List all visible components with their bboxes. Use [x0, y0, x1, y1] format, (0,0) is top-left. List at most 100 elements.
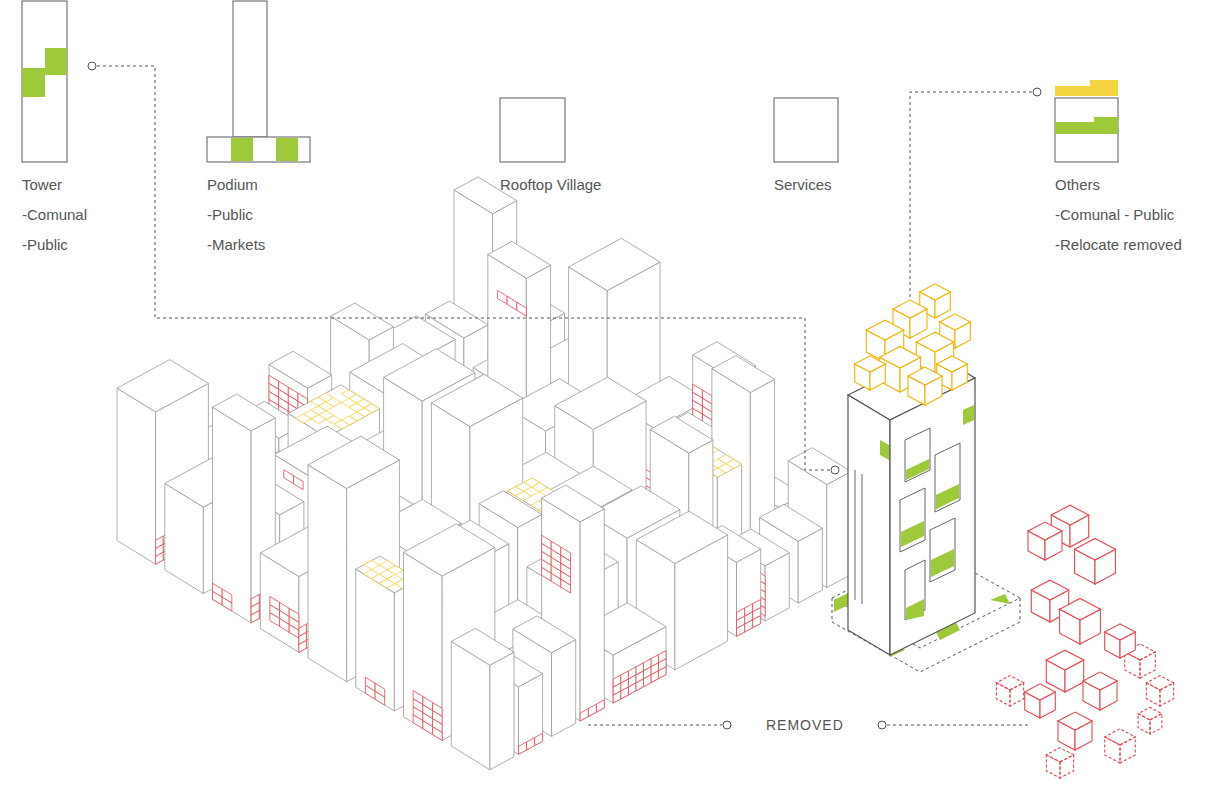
building-face	[519, 674, 543, 755]
building-face	[580, 509, 604, 721]
leader-line	[588, 725, 722, 726]
grid-cell	[596, 700, 604, 712]
grid-cell	[311, 415, 326, 424]
grid-cell	[636, 663, 644, 675]
building-top	[636, 511, 727, 563]
box-icon	[774, 98, 838, 162]
category-item: Others-Comunal - Public-Relocate removed	[1055, 0, 1186, 260]
grid-cell	[580, 709, 588, 721]
grid-cell	[413, 691, 423, 705]
building	[451, 628, 514, 769]
callout-label: REMOVED	[763, 717, 847, 733]
cube	[1146, 676, 1173, 706]
green-space	[880, 405, 974, 620]
cube	[996, 676, 1023, 706]
building-top	[479, 491, 542, 528]
category-item-text: -Comunal	[22, 200, 136, 230]
box-icon	[1055, 98, 1118, 162]
cube-face	[908, 367, 942, 385]
category-title: Rooftop Village	[500, 170, 614, 200]
leader-dot	[723, 721, 731, 729]
category-title: Podium	[207, 170, 321, 200]
building-top	[288, 385, 379, 437]
grid-cell	[279, 381, 289, 395]
grid-cell	[213, 583, 223, 597]
green-space	[1055, 117, 1118, 134]
grid-cell	[288, 387, 298, 401]
category-title: Tower	[22, 170, 136, 200]
cube-face	[996, 683, 1010, 706]
building-face	[737, 549, 761, 636]
grid-cell	[542, 535, 552, 549]
cube	[1060, 598, 1101, 644]
building-top	[431, 374, 522, 426]
building-top	[331, 303, 394, 340]
grid-cell	[497, 290, 507, 304]
building-top	[555, 377, 646, 429]
leader-dot	[878, 721, 886, 729]
cube-face	[1058, 712, 1092, 730]
cube	[1025, 684, 1056, 718]
grid-cell	[621, 671, 629, 683]
leader-dot	[88, 62, 96, 70]
category-texts: Others-Comunal - Public-Relocate removed	[1055, 0, 1186, 260]
grid-cell	[535, 733, 543, 745]
category-icon	[774, 0, 904, 170]
grid-cell	[284, 470, 294, 484]
category-item: Rooftop Village	[500, 0, 614, 200]
tower-model	[832, 353, 1020, 672]
grid-cell	[433, 703, 443, 717]
cube	[1075, 538, 1116, 584]
grid-cell	[299, 624, 307, 636]
building-top	[404, 524, 495, 576]
cube-face	[1138, 707, 1162, 720]
building-top	[542, 485, 605, 522]
building-top	[117, 360, 208, 412]
cube-face	[866, 320, 903, 340]
building-top	[712, 356, 775, 393]
building-face	[213, 407, 252, 623]
cube-face	[1146, 676, 1173, 690]
grid-cell	[364, 560, 380, 569]
building-top	[760, 504, 823, 541]
grid-cell	[651, 655, 659, 667]
green-space	[231, 138, 253, 161]
box-icon	[500, 98, 565, 162]
rooftop-village-cubes	[855, 284, 971, 405]
leader-dot	[1033, 88, 1041, 96]
category-texts: Tower-Comunal-Public	[22, 0, 136, 260]
category-item-text: -Markets	[207, 230, 321, 260]
grid-cell	[507, 296, 517, 310]
building-face	[356, 569, 395, 711]
grid-cell	[334, 420, 349, 429]
category-item-text: -Public	[207, 200, 321, 230]
building-top	[488, 241, 551, 278]
grid-cell	[628, 667, 636, 679]
tower-face	[890, 378, 975, 655]
cube-face	[1046, 748, 1073, 762]
building-face	[308, 465, 347, 682]
cube	[1105, 729, 1136, 763]
cube-face	[1046, 650, 1083, 670]
category-icon	[1055, 0, 1185, 170]
city-model	[117, 177, 851, 770]
leader-dot	[831, 466, 839, 474]
leader-line	[97, 66, 830, 470]
cube-face	[1028, 522, 1062, 540]
building-face	[404, 552, 443, 740]
building-top	[788, 448, 851, 485]
cube-face	[996, 676, 1023, 690]
cube-face	[1083, 672, 1117, 690]
cube-face	[1120, 737, 1135, 763]
grid-cell	[270, 597, 280, 611]
building-top	[213, 394, 276, 431]
cube-face	[1105, 624, 1136, 640]
cube-face	[937, 356, 968, 372]
cube-face	[1060, 598, 1101, 620]
building-top	[513, 616, 576, 653]
cube-face	[1046, 755, 1060, 778]
grid-cell	[745, 604, 753, 616]
cube	[1046, 650, 1083, 692]
grid-cell	[251, 595, 259, 607]
tower-face	[848, 395, 890, 655]
